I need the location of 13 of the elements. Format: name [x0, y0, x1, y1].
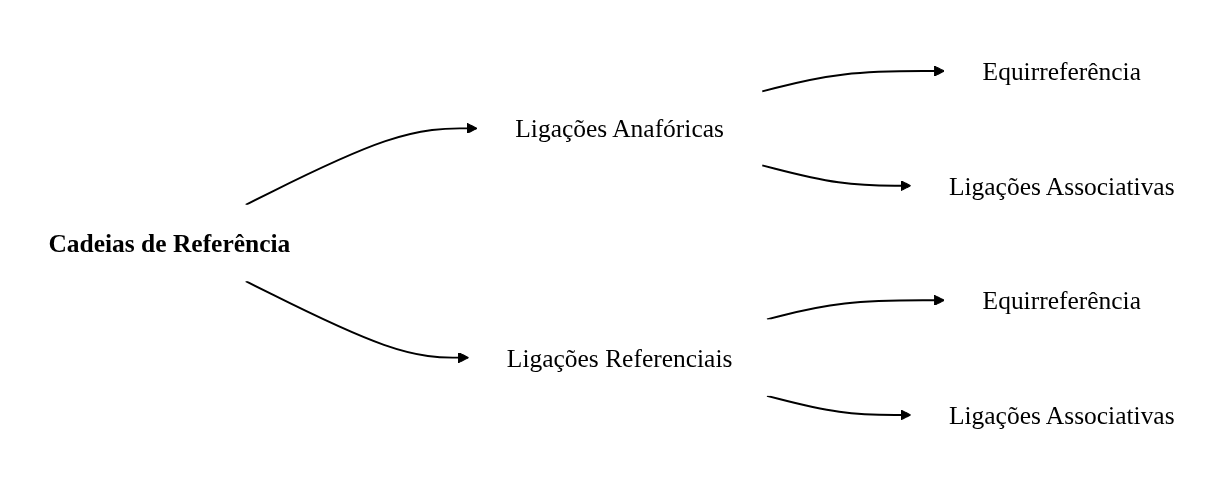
- arrow: [766, 294, 945, 321]
- arrow: [761, 65, 945, 93]
- arrow: [244, 122, 478, 206]
- node-text: Equirreferência: [982, 57, 1141, 86]
- arrow: [766, 394, 912, 421]
- node-text: Ligações Associativas: [948, 171, 1175, 200]
- node-text: Equirreferência: [982, 286, 1141, 315]
- node-text: Cadeias de Referência: [48, 228, 291, 258]
- node-text: Ligações Associativas: [948, 400, 1175, 429]
- arrow: [244, 280, 470, 364]
- node-text: Ligações Referenciais: [506, 343, 733, 372]
- arrow: [761, 164, 912, 192]
- node-text: Ligações Anafóricas: [515, 114, 724, 143]
